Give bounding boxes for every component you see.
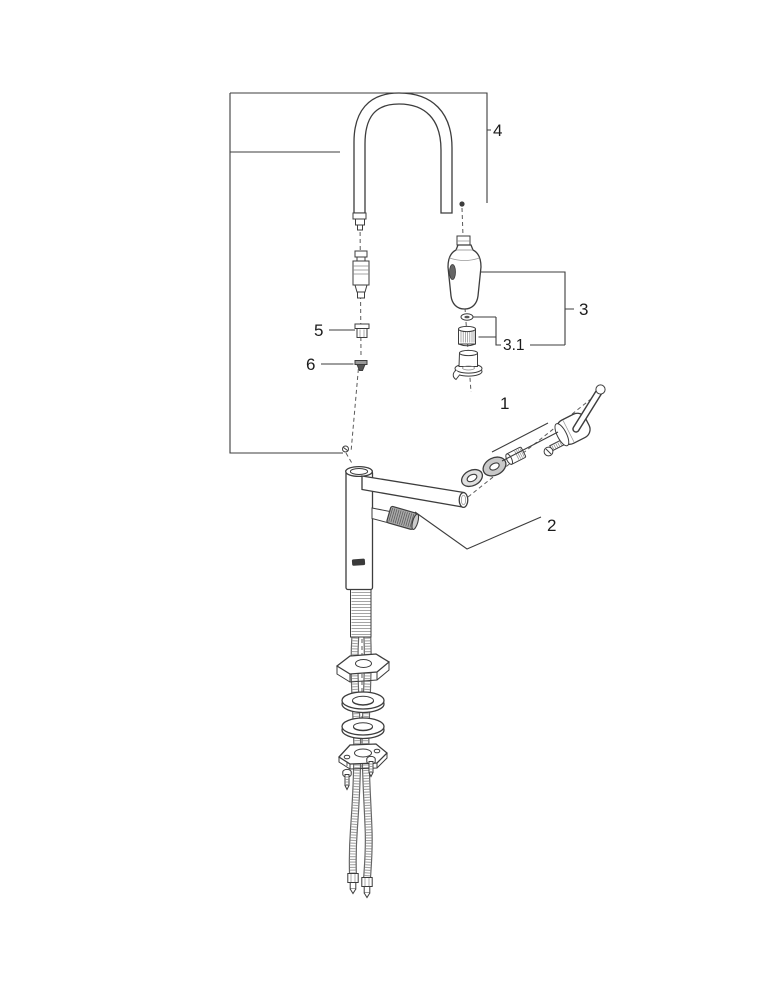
hex-mounting-nut [335,653,391,683]
brand-mark [351,558,366,566]
check-valve [371,505,420,531]
washer [341,691,385,714]
hose-end-fitting-right [361,877,373,898]
part-5-bushing [354,323,370,338]
sleeve-clip [452,369,460,381]
callout-3-bracket [480,271,574,345]
callout-2-leader [414,511,542,550]
callout-label-1: 1 [500,394,509,413]
callout-4-bracket [229,92,491,454]
spray-button [449,264,456,280]
threaded-shank [350,589,372,638]
gooseneck-spout [352,92,453,231]
lever-handle [554,384,606,447]
lever-tip [595,384,606,395]
callout-label-3: 3 [579,300,588,319]
callout-label-5: 5 [314,321,323,340]
callout-3-1-bracket [473,316,565,346]
callout-label-4: 4 [493,121,502,140]
part-6-plug [354,360,368,371]
callout-1-leaders [491,422,559,462]
callout-label-3-1: 3.1 [503,337,525,354]
o-ring [460,468,484,488]
mousseur [458,325,476,347]
spray-head [447,235,482,310]
cartridge-housing-tube [361,475,469,509]
spray-sleeve [452,349,483,381]
dome-ring [482,456,507,477]
cartridge-adapter [505,446,527,465]
spout-pin [459,201,465,207]
spout-collar [352,212,367,220]
faucet-body [342,445,374,591]
callout-label-6: 6 [306,355,315,374]
hose-connector [352,250,370,299]
handle-screw [543,439,565,457]
callout-label-2: 2 [547,516,556,535]
mounting-screw-left [342,768,352,790]
hose-end-fitting-left [347,873,359,894]
seal-ring [460,313,474,321]
gasket-ring [341,717,385,740]
